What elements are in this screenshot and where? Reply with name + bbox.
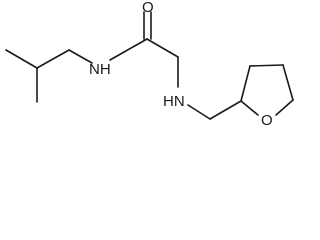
bond-ch2-to-amide-n	[68, 49, 93, 64]
amine-nitrogen-label: HN	[163, 93, 185, 110]
bond-ring-o-c2	[240, 100, 259, 116]
bond-amide-n-to-carbonyl	[109, 38, 148, 61]
bond-isobutyl-ch2	[36, 49, 70, 69]
bond-ring-c2-c3	[240, 65, 251, 102]
bond-methyl-upper	[5, 49, 38, 69]
bond-ring-c5-o	[275, 99, 294, 116]
ring-oxygen-label: O	[261, 112, 273, 129]
amide-nitrogen-label: NH	[89, 61, 111, 78]
bond-amine-n-to-ch2	[187, 104, 211, 120]
molecule-structure-diagram: O NH HN O	[5, 0, 294, 129]
amide-oxygen-label: O	[142, 0, 154, 16]
bond-carbonyl-to-alpha-ch2	[146, 38, 179, 58]
bond-ring-c4-c5	[282, 64, 294, 101]
bond-ch2-to-ring	[209, 100, 242, 120]
bond-ring-c3-c4	[249, 64, 284, 67]
